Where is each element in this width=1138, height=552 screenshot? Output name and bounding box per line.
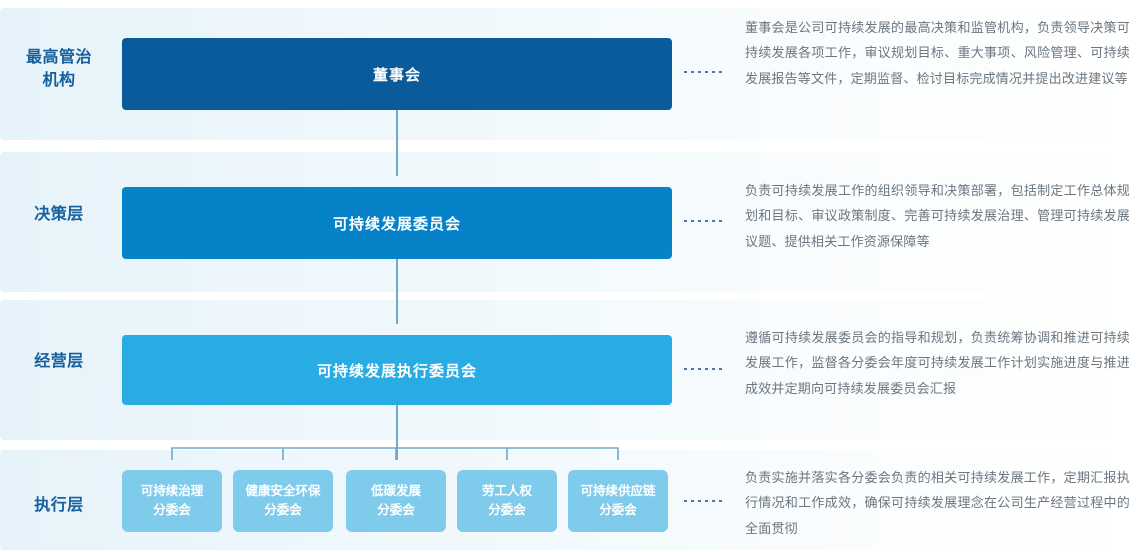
subnode-labor-human-rights[interactable]: 劳工人权 分委会 [457,470,557,532]
node-sustainability-executive-committee[interactable]: 可持续发展执行委员会 [122,335,672,405]
node-sustainability-committee-label: 可持续发展委员会 [332,215,461,233]
description-row-2: 遵循可持续发展委员会的指导和规划，负责统筹协调和推进可持续发展工作，监督各分委会… [745,330,1130,396]
subnode-health-safety-environment[interactable]: 健康安全环保 分委会 [233,470,333,532]
leader-dots-row-2 [684,368,726,370]
subnode-health-safety-environment-line1: 健康安全环保 [245,483,321,498]
leader-dots-row-3 [684,500,726,502]
stage-label-decision: 决策层 [34,206,84,223]
leader-dots-row-0 [684,71,726,73]
description-row-1: 负责可持续发展工作的组织领导和决策部署，包括制定工作总体规划和目标、审议政策制度… [745,183,1130,249]
node-sustainability-executive-committee-label: 可持续发展执行委员会 [316,362,477,380]
node-sustainability-committee[interactable]: 可持续发展委员会 [122,187,672,259]
node-board-of-directors-label: 董事会 [372,66,421,84]
subnode-labor-human-rights-line1: 劳工人权 [481,483,532,498]
subnode-low-carbon-development-line1: 低碳发展 [370,483,421,498]
connector-trunk-committee-to-exec [396,252,398,324]
node-board-of-directors[interactable]: 董事会 [122,38,672,110]
connector-trunk-exec-to-bus [396,394,398,460]
subnode-sustainable-governance-line1: 可持续治理 [140,483,204,498]
stage-label-management: 经营层 [34,353,84,370]
subnode-sustainable-supply-chain[interactable]: 可持续供应链 分委会 [568,470,668,532]
subnode-low-carbon-development-line2: 分委会 [377,503,415,517]
leader-dots-row-1 [684,220,726,222]
subnode-sustainable-governance[interactable]: 可持续治理 分委会 [122,470,222,532]
subnode-health-safety-environment-line2: 分委会 [264,503,302,517]
stage-label-top-governance: 最高管治 机构 [0,46,118,92]
subnode-low-carbon-development[interactable]: 低碳发展 分委会 [346,470,446,532]
stage-label-top-governance-line1: 最高管治 [25,49,92,66]
description-row-3: 负责实施并落实各分委会负责的相关可持续发展工作，定期汇报执行情况和工作成效，确保… [745,470,1130,536]
subnode-sustainable-supply-chain-line2: 分委会 [599,503,637,517]
connector-trunk-board-to-committee [396,104,398,176]
subnode-sustainable-governance-line2: 分委会 [153,503,191,517]
subnode-labor-human-rights-line2: 分委会 [488,503,526,517]
stage-label-execution: 执行层 [34,497,84,514]
subnode-sustainable-supply-chain-line1: 可持续供应链 [580,483,656,498]
stage-label-top-governance-line2: 机构 [42,72,76,90]
description-row-0: 董事会是公司可持续发展的最高决策和监管机构，负责领导决策可持续发展各项工作，审议… [745,20,1130,86]
